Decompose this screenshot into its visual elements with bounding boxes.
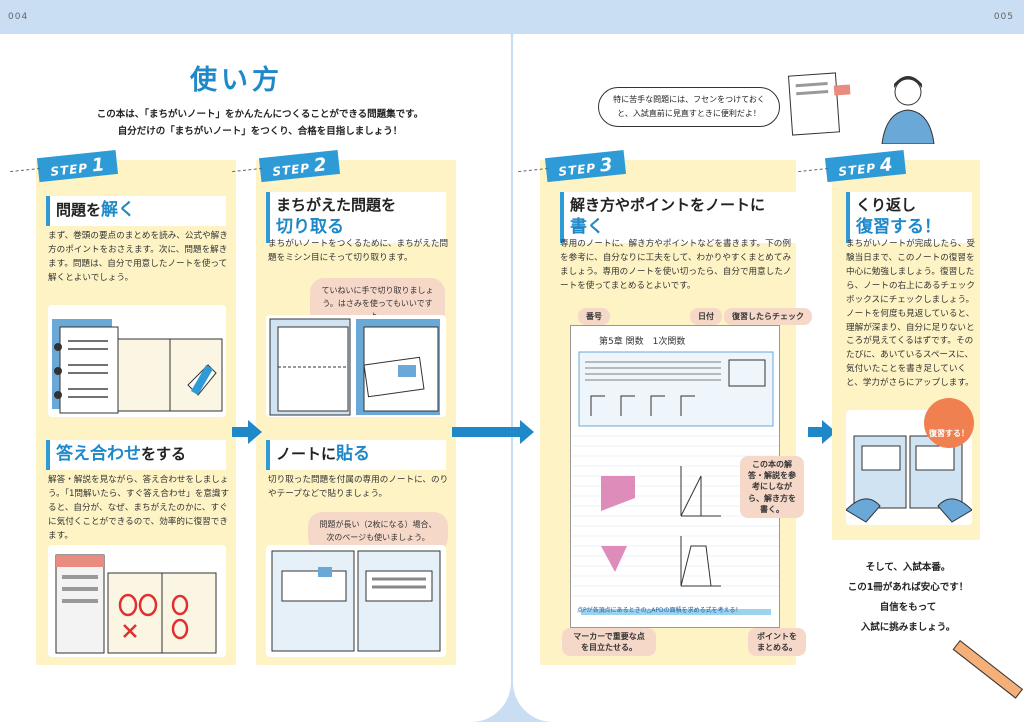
- closing-text: そして、入試本番。 この1冊があれば安心です！ 自信をもって 入試に挑みましょう…: [838, 558, 978, 638]
- closing-line: 自信をもって: [879, 601, 937, 613]
- page-number-right: 005: [993, 12, 1014, 22]
- note-header: 第5章 関数 1次関数: [599, 337, 686, 347]
- label-marker: マーカーで重要な点を目立たせる。: [562, 628, 656, 657]
- note-point: 点Pが各頂点にあるときの△APDの面積を求める式を考える！: [577, 607, 742, 614]
- sticky-note-illustration: [787, 72, 851, 136]
- step1b-body: 解答・解説を見ながら、答え合わせをしましょう。「1問解いたら、すぐ答え合わせ」を…: [48, 475, 230, 541]
- step4-heading: くり返し復習する！: [846, 192, 972, 243]
- notebook-illustration-check: [48, 545, 226, 657]
- label-explain: この本の解答・解説を参考にしながら、解き方を書く。: [740, 456, 804, 518]
- notebook-illustration-solve: [48, 305, 226, 417]
- step2b-bubble: 問題が長い（2枚になる）場合、次のページも使いましょう。: [308, 512, 448, 552]
- closing-line: そして、入試本番。: [865, 562, 951, 573]
- arrow-step3-4: [808, 420, 836, 444]
- closing-line: この1冊があれば安心です！: [847, 581, 969, 593]
- closing-line: 入試に挑みましょう。: [860, 621, 956, 633]
- step2-heading: まちがえた問題を切り取る: [266, 192, 446, 243]
- step2b-body: 切り取った問題を付属の専用のノートに、のりやテープなどで貼りましょう。: [268, 475, 449, 499]
- step1-heading: 問題を解く: [46, 196, 226, 226]
- label-date: 日付: [690, 308, 722, 326]
- cut-illustration: [266, 315, 446, 417]
- arrow-step2-3: [452, 420, 534, 444]
- page-number-left: 004: [8, 12, 29, 22]
- intro-text: この本は、「まちがいノート」をかんたんにつくることができる問題集です。 自分だけ…: [96, 109, 424, 137]
- step1b-heading: 答え合わせをする: [46, 440, 226, 470]
- step3-body: 専用のノートに、解き方やポイントなどを書きます。下の例を参考に、自分なりに工夫を…: [560, 239, 792, 291]
- step2b-heading: ノートに貼る: [266, 440, 446, 470]
- tip-bubble: 特に苦手な問題には、フセンをつけておくと、入試直前に見直すときに便利だよ！: [598, 87, 780, 127]
- step2-body: まちがいノートをつくるために、まちがえた問題をミシン目にそって切り取ります。: [268, 239, 449, 263]
- page-title: 使い方: [190, 58, 283, 97]
- paste-illustration: [266, 545, 446, 657]
- label-check: 復習したらチェック: [724, 308, 812, 326]
- label-point: ポイントをまとめる。: [748, 628, 806, 657]
- step3-heading: 解き方やポイントをノートに書く: [560, 192, 796, 243]
- review-badge: 復習する！: [924, 398, 974, 448]
- label-number: 番号: [578, 308, 610, 326]
- step4-body: まちがいノートが完成したら、受験当日まで、このノートの復習を中心に勉強しましょう…: [846, 239, 975, 389]
- student-illustration: [872, 70, 942, 145]
- step1-body: まず、巻頭の要点のまとめを読み、公式や解き方のポイントをおさえます。次に、問題を…: [48, 231, 228, 283]
- arrow-step1-2: [232, 420, 262, 444]
